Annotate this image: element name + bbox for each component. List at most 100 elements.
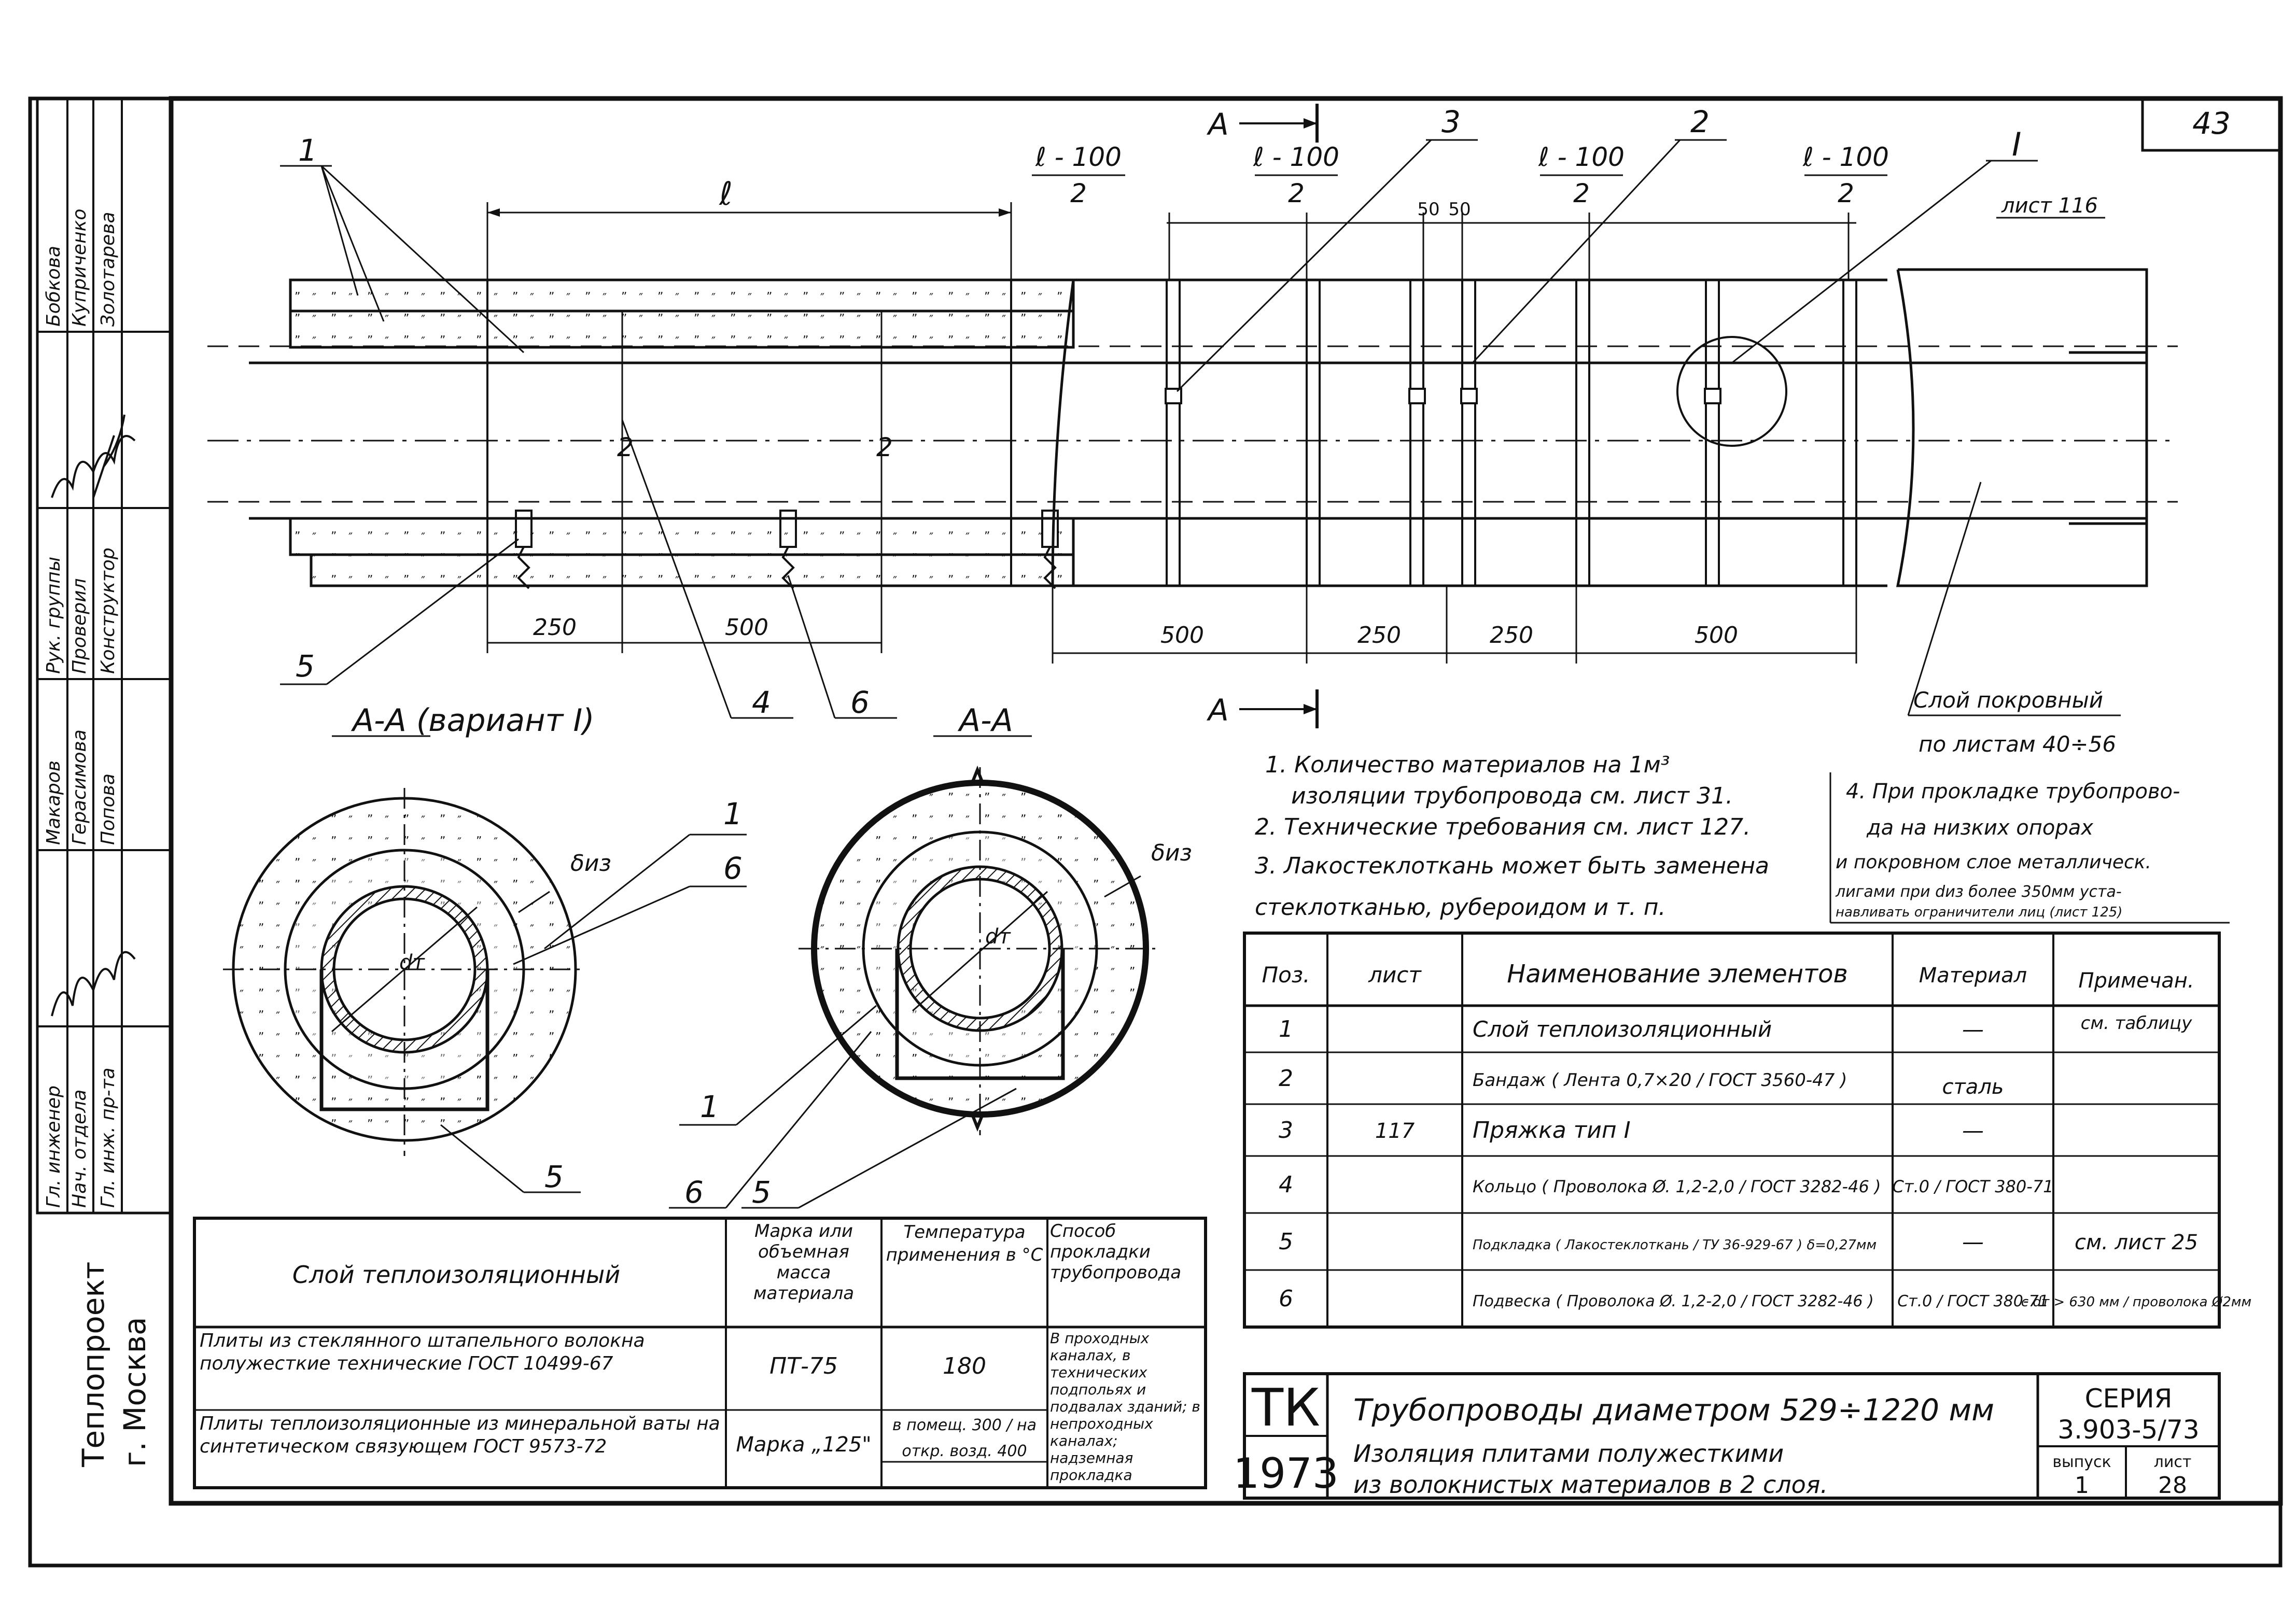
detail-circle [1676, 336, 1787, 447]
role-gl-inzhener: Гл. инженер [43, 1085, 64, 1208]
dimensions-bottom: 250 500 500 250 250 500 [486, 555, 1857, 664]
detail-label: I [2012, 125, 2021, 163]
mat-h-mark: Марка или объемная масса материала [753, 1221, 855, 1304]
tb-title-2: Изоляция плитами полужесткими [1353, 1440, 1784, 1468]
spec-r4-pos: 4 [1279, 1172, 1293, 1198]
note-3a: 3. Лакостеклоткань может быть заменена [1255, 853, 1769, 879]
mat-h-temp: Температура применения в °С [886, 1222, 1043, 1265]
mat-method-wrap: В проходных каналах, в технических подпо… [1050, 1330, 1200, 1484]
spec-r3-pos: 3 [1279, 1117, 1293, 1144]
spec-r3-sheet: 117 [1375, 1119, 1415, 1143]
section-variant-1: А-А (вариант I) dт δиз [223, 702, 611, 1156]
spec-r6-name: Подвеска ( Проволока Ø. 1,2-2,0 / ГОСТ 3… [1473, 1292, 1874, 1310]
note-4a: 4. При прокладке трубопрово- [1846, 780, 2180, 803]
spec-r1-mat: — [1962, 1017, 1984, 1042]
dim-250b: 250 [1357, 622, 1401, 648]
tb-title-1: Трубопроводы диаметром 529÷1220 мм [1353, 1392, 1994, 1428]
name-kuprichenko: Куприченко [69, 209, 90, 327]
spec-r1-note: см. таблицу [2081, 1013, 2193, 1034]
mat-r2-temp: в помещ. 300 / на откр. возд. 400 [892, 1416, 1037, 1460]
mat-h-method: Способ прокладки трубопровода [1050, 1221, 1182, 1283]
role-proveril: Проверил [69, 578, 90, 674]
frac4-den: 2 [1838, 178, 1854, 208]
spec-r5-mat: — [1962, 1229, 1984, 1254]
section-variant-2: А-А dт δиз [799, 702, 1192, 1135]
spec-r5-pos: 5 [1279, 1229, 1293, 1255]
callout-1: 1 [298, 133, 317, 168]
frac1-den: 2 [1070, 178, 1087, 208]
cover-note-2: по листам 40÷56 [1919, 731, 2116, 757]
tb-sheet: 28 [2158, 1472, 2187, 1499]
spec-h-note: Примечан. [2078, 969, 2194, 993]
tb-series-label: СЕРИЯ [2085, 1384, 2173, 1414]
role-konstruktor: Конструктор [97, 547, 119, 674]
mat-h-layer: Слой теплоизоляционный [292, 1261, 620, 1289]
side-city: г. Москва [117, 1317, 152, 1467]
dt-label-a: dт [399, 951, 425, 975]
page-number: 43 [2192, 106, 2231, 141]
frac3-den: 2 [1573, 178, 1590, 208]
frac2-den: 2 [1288, 178, 1305, 208]
title-block: ТК 1973 Трубопроводы диаметром 529÷1220 … [1233, 1372, 2221, 1500]
tb-issue-label: выпуск [2052, 1453, 2111, 1471]
note-4c: и покровном слое металлическ. [1836, 852, 2151, 873]
role-gl-inzh-prta: Гл. инж. пр-та [97, 1067, 119, 1208]
cut-bottom-label: А [1206, 693, 1229, 728]
dim-500b: 500 [1160, 622, 1204, 648]
callout-3: 3 [1441, 104, 1461, 139]
section-callout-6: 6 [723, 851, 743, 886]
name-makarov: Макаров [43, 760, 64, 845]
mat-r2-mark: Марка „125" [736, 1433, 871, 1457]
delta-iz-b: δиз [1151, 840, 1192, 866]
gap-50a: 50 [1417, 199, 1439, 220]
signature-1 [51, 435, 136, 498]
note-2: 2. Технические требования см. лист 127. [1255, 814, 1751, 840]
dim-250c: 250 [1490, 622, 1533, 648]
mat-r1-mark: ПТ-75 [769, 1353, 838, 1379]
page-number-box [2141, 97, 2282, 152]
callout-5: 5 [296, 648, 315, 684]
note-4b: да на низких опорах [1866, 816, 2093, 840]
dim-500a: 500 [725, 614, 768, 641]
spec-r3-name: Пряжка тип I [1473, 1117, 1631, 1144]
frac1-num: ℓ - 100 [1035, 142, 1122, 172]
role-rukgruppy: Рук. группы [43, 557, 64, 674]
cover-note-1: Слой покровный [1913, 687, 2103, 713]
delta-iz-a: δиз [570, 850, 611, 877]
sheet-ref: лист 116 [2001, 194, 2098, 218]
spec-r5-name: Подкладка ( Лакостеклоткань / ТУ 36-929-… [1473, 1237, 1877, 1253]
spec-r4-name: Кольцо ( Проволока Ø. 1,2-2,0 / ГОСТ 328… [1473, 1177, 1881, 1196]
spec-r2-mat: сталь [1942, 1075, 2004, 1099]
dt-label-b: dт [985, 925, 1011, 949]
note-1a: 1. Количество материалов на 1м³ [1265, 752, 1670, 778]
mat-h-mark-wrap: Марка или объемная масса материала [753, 1221, 855, 1304]
spec-r2-name: Бандаж ( Лента 0,7×20 / ГОСТ 3560-47 ) [1473, 1070, 1847, 1091]
dim-500c: 500 [1695, 622, 1738, 648]
spec-r1-pos: 1 [1279, 1016, 1293, 1042]
spec-h-name: Наименование элементов [1507, 960, 1848, 989]
name-gerasimova: Герасимова [69, 729, 90, 845]
spec-r6-pos: 6 [1279, 1286, 1293, 1312]
note-4e: навливать ограничители лиц (лист 125) [1836, 905, 2122, 920]
note-3b: стеклотканью, рубероидом и т. п. [1255, 894, 1665, 921]
dim-250a: 250 [533, 614, 577, 641]
spec-r6-mat: Ст.0 / ГОСТ 380-71 [1897, 1292, 2049, 1310]
section-callout-1: 1 [723, 796, 743, 831]
mat-r1-temp: 180 [943, 1353, 986, 1379]
side-stamp: Бобкова Куприченко Золотарева Макаров Ге… [36, 97, 173, 1468]
name-popova: Попова [97, 773, 119, 845]
notes: 1. Количество материалов на 1м³ изоляции… [1255, 752, 2230, 924]
section-callout-1b: 1 [700, 1089, 719, 1124]
role-nach-otdela: Нач. отдела [69, 1090, 90, 1208]
mat-method: В проходных каналах, в технических подпо… [1050, 1330, 1200, 1484]
signature-2 [51, 951, 136, 1017]
spec-r6-note: с dт > 630 мм / проволока Ø2мм [2021, 1294, 2251, 1310]
mat-h-temp-wrap: Температура применения в °С [886, 1222, 1043, 1265]
cut-markers: А А [1206, 104, 1319, 728]
spec-r2-pos: 2 [1279, 1065, 1293, 1092]
cut-top-label: А [1206, 107, 1229, 142]
section-callout-5b: 5 [752, 1175, 771, 1210]
callout-2: 2 [1690, 104, 1710, 139]
name-zolotareva: Золотарева [97, 212, 119, 327]
